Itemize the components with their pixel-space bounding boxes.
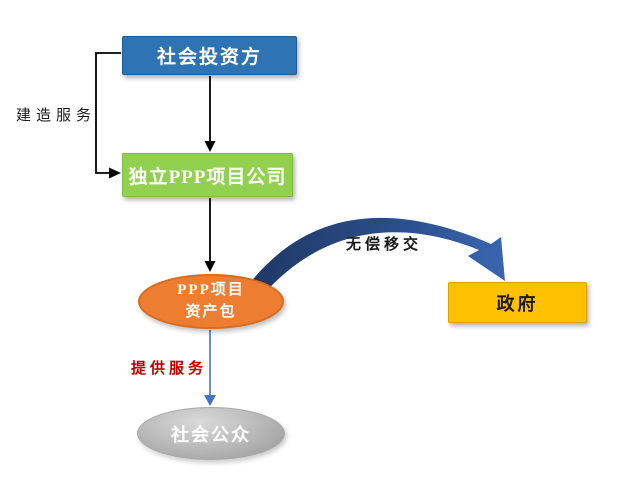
- node-ppp-asset-package-label-line1: PPP项目: [177, 281, 245, 298]
- node-ppp-company: 独立PPP项目公司: [122, 153, 293, 197]
- construction-service-connector: [95, 52, 121, 179]
- company-to-asset-arrow: [204, 198, 216, 272]
- label-construction-service: 建造服务: [16, 108, 97, 124]
- node-ppp-asset-package: PPP项目 资产包: [138, 274, 284, 329]
- investor-to-company-arrow: [204, 76, 216, 152]
- label-provide-service: 提供服务: [131, 361, 208, 377]
- node-ppp-company-label: 独立PPP项目公司: [128, 166, 287, 188]
- node-general-public: 社会公众: [137, 407, 285, 460]
- node-ppp-asset-package-label-line2: 资产包: [185, 303, 237, 320]
- node-government-label: 政府: [496, 293, 539, 314]
- node-government: 政府: [448, 282, 587, 323]
- node-social-investor-label: 社会投资方: [156, 47, 262, 68]
- node-social-investor: 社会投资方: [122, 36, 297, 75]
- node-general-public-label: 社会公众: [171, 424, 251, 445]
- label-free-transfer: 无偿移交: [346, 237, 423, 253]
